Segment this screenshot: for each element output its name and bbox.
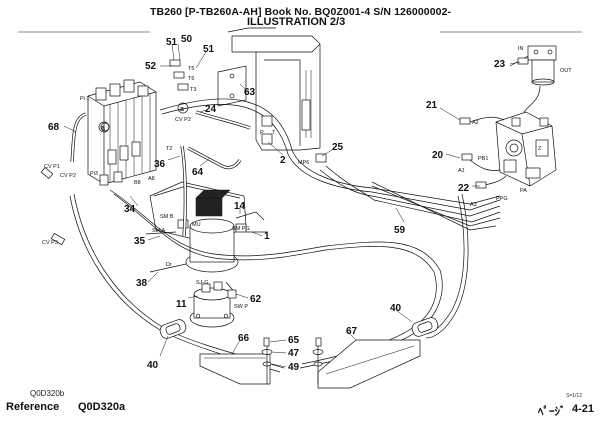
callout-49: 49 [288,362,300,373]
swivel-joint [149,181,247,273]
callout-35: 35 [134,236,146,247]
port-in: IN [518,46,524,52]
callout-21: 21 [426,100,438,111]
port-a8: A8 [148,176,155,182]
marker-a-circle-1 [98,121,110,133]
page-label: ﾍﾟｰｼﾞ [538,406,566,418]
port-cv-p1: CV P1 [44,164,60,170]
port-cv-p3: CV P3 [42,240,58,246]
port-t5: T5 [188,66,194,72]
callout-65: 65 [288,335,300,346]
reference-label: Reference [6,401,60,413]
callout-34: 34 [124,204,136,215]
port-pi3: Pi3 [90,171,98,177]
reference-small-code: Q0D320b [30,389,65,398]
page-number: 4-21 [572,403,595,415]
callout-23: 23 [494,59,506,70]
callout-40-left: 40 [147,360,159,371]
port-a1: A1 [458,168,465,174]
port-cv-p2: CV P2 [60,173,76,179]
port-sm-b: SM B [160,214,174,220]
port-t6: T6 [188,76,194,82]
clamp-40-left [159,319,187,339]
hose-bundle-59 [159,98,501,231]
callout-51-left: 51 [166,37,178,48]
fittings [40,57,529,299]
callout-68: 68 [48,122,60,133]
port-sm-a: SM A [152,228,165,234]
reference-code: Q0D320a [78,401,126,413]
port-a2: A2 [472,120,479,126]
port-a3: A3 [470,202,477,208]
marker-a-circle-2 [177,102,189,114]
port-pa: PA [520,188,527,194]
scale-note: S=1/12 [566,393,582,399]
control-valve-block [87,79,157,186]
callout-63: 63 [244,87,256,98]
callout-47: 47 [288,348,300,359]
callout-64: 64 [192,167,204,178]
port-b8: B8 [134,180,141,186]
port-sw-p: SW P [234,304,248,310]
port-out: OUT [560,68,572,74]
callout-52: 52 [145,61,157,72]
port-t3: T3 [190,87,196,93]
swivel-motor [189,281,235,328]
port-sm-pg: SM PG [232,226,250,232]
marker-a-2: a [180,106,184,113]
marker-a-1: a [101,125,105,132]
callout-24: 24 [205,104,217,115]
port-p: P [260,130,264,136]
port-cv-p2-top: CV P2 [175,117,191,123]
port-pb1: PB1 [478,156,488,162]
callout-36: 36 [154,159,166,170]
callout-38: 38 [136,278,148,289]
callout-22: 22 [458,183,470,194]
callout-66: 66 [238,333,250,344]
callout-59: 59 [394,225,406,236]
callout-51-right: 51 [203,44,215,55]
mounting-bracket [217,65,247,107]
hydraulic-tank [227,27,321,151]
callout-25: 25 [332,142,344,153]
callout-50: 50 [181,34,193,45]
callout-14: 14 [234,201,246,212]
port-t2: T2 [166,146,172,152]
port-dr: Dr [166,262,172,268]
callout-62: 62 [250,294,262,305]
port-mu: MU [192,222,201,228]
callout-40-right: 40 [390,303,402,314]
leader-lines [63,43,521,368]
pilot-filter [527,45,557,86]
port-z: Z [538,146,542,152]
port-ppg: PPG [496,196,508,202]
port-t: T [272,130,276,136]
header-illustration-title: ILLUSTRATION 2/3 [247,16,346,28]
bolt-set [261,337,324,384]
port-sj-g: SJ-G [196,280,209,286]
callout-11: 11 [176,299,187,310]
header-model-book-serial: TB260 [P-TB260A-AH] Book No. BQ0Z001-4 S… [150,6,452,18]
hose-guard-67 [317,339,421,389]
port-mp6: MP6 [298,160,309,166]
callout-67: 67 [346,326,358,337]
clamp-40-right [411,317,439,337]
main-pump [495,111,557,187]
callout-1: 1 [264,231,270,242]
hose-guard-66 [199,353,271,385]
callout-20: 20 [432,150,444,161]
callout-2: 2 [280,155,286,166]
port-pi1: Pi 1 [80,96,89,102]
